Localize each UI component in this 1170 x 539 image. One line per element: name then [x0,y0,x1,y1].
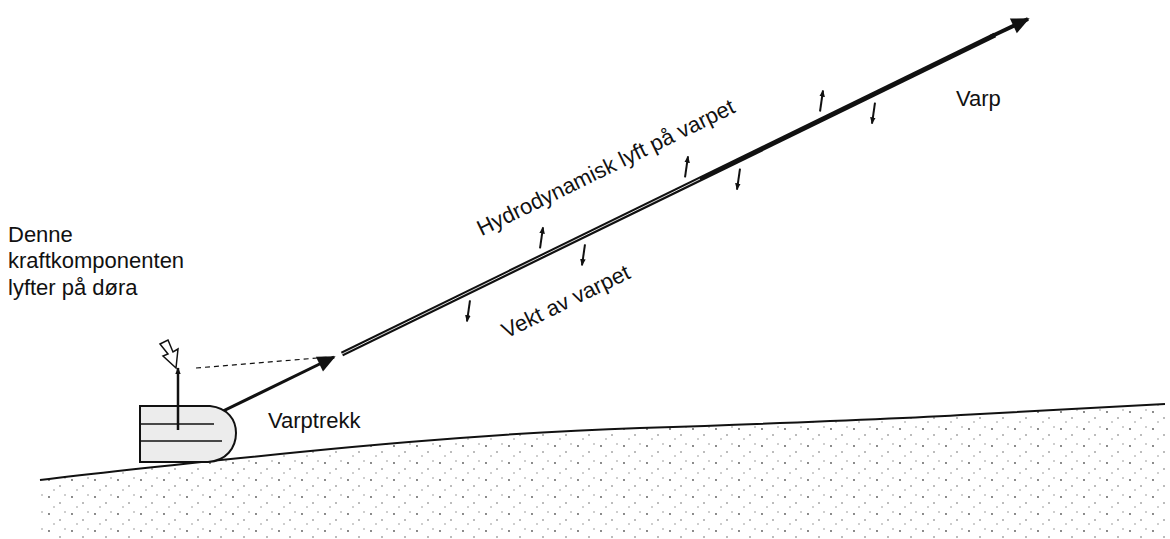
trawl-door [140,406,236,462]
door-plank [140,440,222,442]
force-label: Vekt av varpet [498,260,635,345]
lift-arrow [540,227,543,248]
force-label: Hydrodynamisk lyft på varpet [473,94,740,242]
weight-arrow [582,244,585,265]
force-arrows [467,90,875,321]
lift-arrow [685,156,688,177]
lift-component-arrow [177,368,180,430]
weight-arrow [737,169,740,190]
weight-arrow [872,103,875,124]
seabed-stipple [40,404,1165,539]
part-name: Varp [956,86,1001,112]
warp-arrow [990,19,1028,37]
note-text: Denne kraftkomponenten lyfter på døra [8,222,208,301]
force-label: Varptrekk [268,408,361,434]
lift-arrow [820,90,823,111]
weight-arrow [467,300,470,321]
warp-line [342,35,995,354]
pointer-arrow [160,340,178,368]
dashed-guide [196,357,330,368]
seabed-line [40,404,1165,480]
